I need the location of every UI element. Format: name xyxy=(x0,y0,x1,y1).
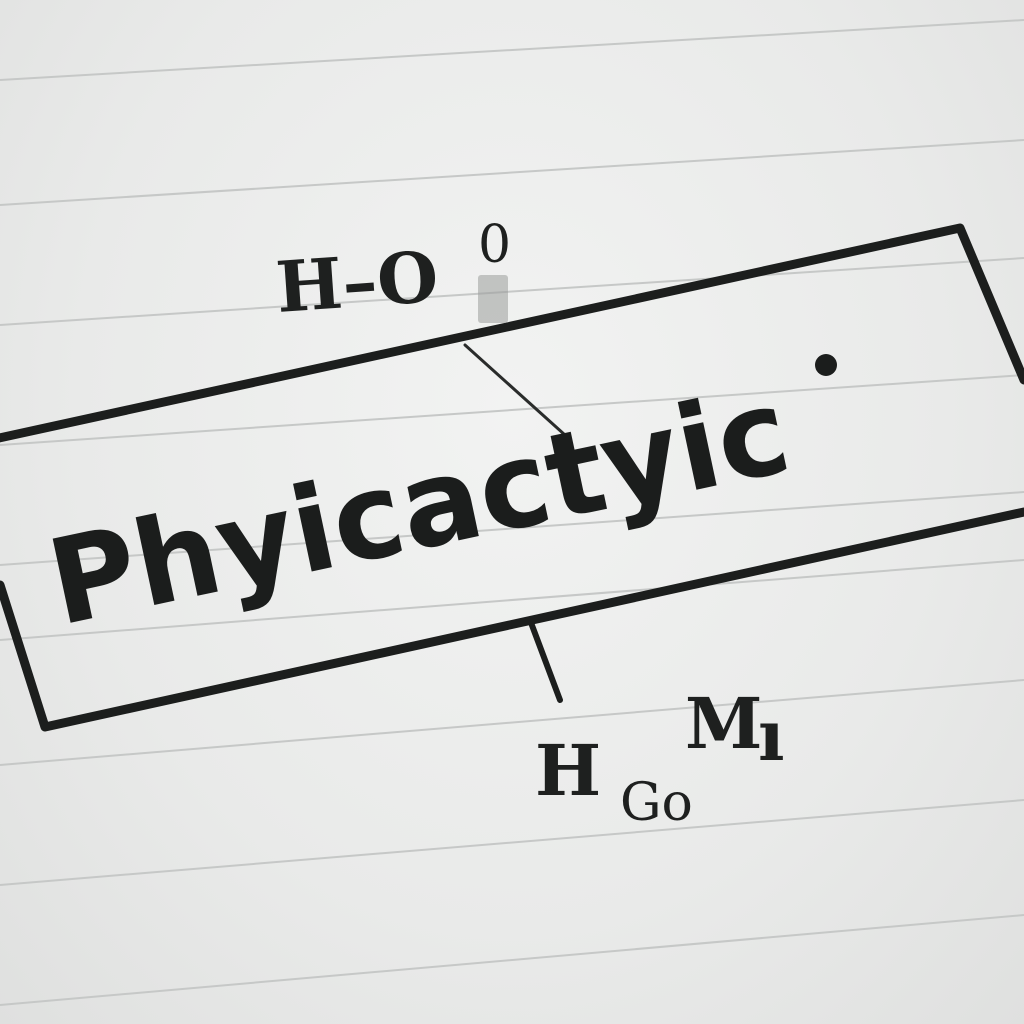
top-label: H–O xyxy=(273,235,441,329)
top-connector xyxy=(463,343,567,437)
smudge-mark xyxy=(478,275,508,323)
bottom-label-upper: M xyxy=(685,682,763,765)
box-outline xyxy=(0,223,1024,732)
ruled-lines xyxy=(0,19,1024,1006)
bottom-connector xyxy=(527,617,563,703)
bottom-label-tick: ı xyxy=(758,694,785,777)
i-dot xyxy=(815,354,837,376)
bottom-label-main: H xyxy=(535,729,601,812)
bottom-label-sub: Go xyxy=(620,773,693,833)
top-superscript: 0 xyxy=(478,215,511,275)
